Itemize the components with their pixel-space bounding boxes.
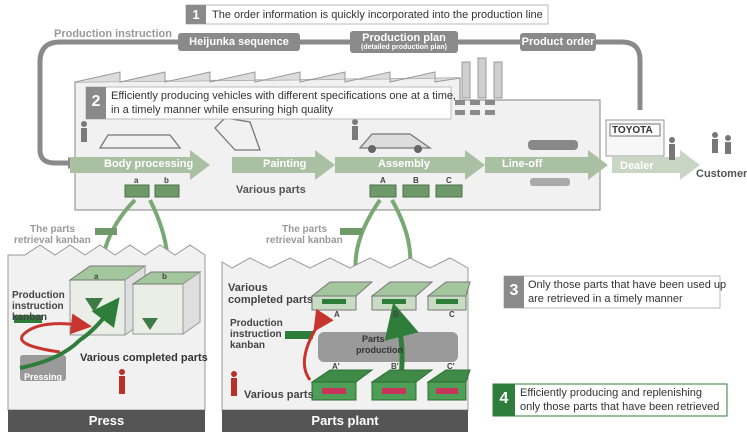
production-instruction-label: Production instruction	[54, 28, 172, 40]
step4-number: 4	[499, 390, 509, 407]
press-bin-b: b	[162, 272, 167, 281]
press-title: Press	[88, 413, 125, 428]
pp-bin-B: B	[393, 310, 399, 319]
press-kanban-2: instruction	[12, 301, 64, 312]
press-pressing: Pressing	[24, 372, 63, 382]
kanban-left-2: retrieval kanban	[14, 235, 91, 246]
step3-box	[503, 275, 721, 309]
pp-bin-C2: C'	[447, 362, 455, 371]
product-order-pill: Product order	[520, 33, 596, 51]
pp-bin-C: C	[449, 310, 455, 319]
pp-kanban-3: kanban	[230, 340, 266, 351]
production-instruction-loop	[37, 39, 643, 166]
production-plan-sub: (detailed production plan)	[361, 44, 447, 51]
kanban-left-1: The parts	[30, 224, 76, 235]
pp-bin-B2: B'	[391, 362, 399, 371]
step2-line2: in a timely manner while ensuring high q…	[111, 104, 333, 116]
heijunka-pill: Heijunka sequence plan	[178, 33, 300, 66]
pp-bin-A2: A'	[332, 362, 340, 371]
pp-completed-2: completed parts	[228, 294, 313, 306]
bin-letter-B-top: B	[413, 176, 419, 185]
production-plan-pill: Production plan (detailed production pla…	[350, 31, 458, 53]
parts-plant-title: Parts plant	[311, 413, 379, 428]
press-title-bar	[8, 410, 205, 432]
bin-letter-a-top: a	[134, 176, 139, 185]
step1-text: The order information is quickly incorpo…	[212, 9, 543, 21]
pp-parts-production-1: Parts	[362, 334, 385, 344]
step1-number: 1	[192, 7, 200, 22]
press-bin-a: a	[94, 272, 99, 281]
pp-parts-production-2: production	[356, 345, 403, 355]
step3-number: 3	[509, 282, 519, 299]
press-kanban-3: kanban	[12, 312, 48, 323]
kanban-right-2: retrieval kanban	[266, 235, 343, 246]
press-completed: Various completed parts	[80, 352, 208, 364]
various-parts-center: Various parts	[236, 184, 306, 196]
pp-completed-1: Various	[228, 282, 268, 294]
step4-line1: Efficiently producing and replenishing	[520, 387, 703, 399]
pp-various-parts: Various parts	[244, 389, 314, 401]
step2-number: 2	[91, 93, 101, 110]
assembly-arrow	[335, 150, 485, 180]
step2-box	[85, 86, 452, 120]
step3-line1: Only those parts that have been used up	[528, 279, 727, 291]
pp-kanban-1: Production	[230, 318, 283, 329]
parts-plant-title-bar	[222, 410, 468, 432]
step2-line1: Efficiently producing vehicles with diff…	[111, 90, 457, 102]
pp-bin-A: A	[334, 310, 340, 319]
press-kanban-1: Production	[12, 290, 65, 301]
process-body: Body processing	[104, 158, 194, 170]
step4-line2: only those parts that have been retrieve…	[520, 401, 720, 413]
production-plan-label: Production plan	[362, 32, 446, 44]
dealer-label: Dealer	[620, 160, 654, 172]
bin-letter-b-top: b	[164, 176, 169, 185]
process-painting: Painting	[263, 158, 307, 170]
body-processing-arrow	[70, 150, 210, 180]
kanban-right-1: The parts	[282, 224, 328, 235]
painting-arrow	[232, 150, 335, 180]
lineoff-arrow	[485, 150, 608, 180]
step4-box	[492, 383, 728, 417]
toyota-sign: TOYOTA	[612, 125, 653, 136]
pp-kanban-2: instruction	[230, 329, 282, 340]
process-lineoff: Line-off	[502, 158, 543, 170]
bin-letter-A-top: A	[380, 176, 386, 185]
customer-label: Customer	[696, 168, 747, 180]
process-assembly: Assembly	[378, 158, 430, 170]
bin-letter-C-top: C	[446, 176, 452, 185]
step3-line2: are retrieved in a timely manner	[528, 293, 683, 305]
